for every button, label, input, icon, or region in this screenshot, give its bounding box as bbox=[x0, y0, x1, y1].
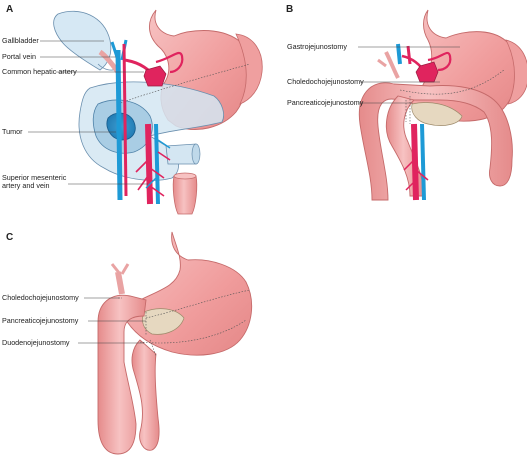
panel-a-letter: A bbox=[6, 4, 14, 15]
label-choledochojejunostomy-c: Choledochojejunostomy bbox=[2, 293, 79, 302]
label-tumor: Tumor bbox=[2, 127, 23, 136]
panel-b-leaders bbox=[358, 46, 460, 104]
label-smv-line1: Superior mesenteric bbox=[2, 173, 67, 182]
panel-b-drawing bbox=[358, 9, 527, 201]
label-portal-vein: Portal vein bbox=[2, 52, 36, 61]
label-common-hepatic-artery: Common hepatic artery bbox=[2, 67, 77, 76]
jejunal-loop-b bbox=[358, 82, 513, 201]
stomach-c bbox=[125, 231, 253, 356]
panel-b-letter: B bbox=[286, 4, 294, 15]
panel-a-drawing bbox=[53, 9, 263, 215]
jejunal-loop-c bbox=[97, 294, 147, 455]
panel-a-leaders bbox=[28, 40, 148, 185]
label-smv-line2: artery and vein bbox=[2, 181, 50, 190]
panel-c-leaders bbox=[78, 297, 146, 344]
label-pancreaticojejunostomy-c: Pancreaticojejunostomy bbox=[2, 316, 79, 325]
label-duodenojejunostomy: Duodenojejunostomy bbox=[2, 338, 70, 347]
label-gallbladder: Gallbladder bbox=[2, 36, 39, 45]
panel-c-letter: C bbox=[6, 232, 14, 243]
label-choledochojejunostomy-b: Choledochojejunostomy bbox=[287, 77, 364, 86]
gallbladder-shape bbox=[53, 10, 112, 71]
label-pancreaticojejunostomy-b: Pancreaticojejunostomy bbox=[287, 98, 364, 107]
label-gastrojejunostomy: Gastrojejunostomy bbox=[287, 42, 347, 51]
panel-c-drawing bbox=[97, 231, 253, 455]
